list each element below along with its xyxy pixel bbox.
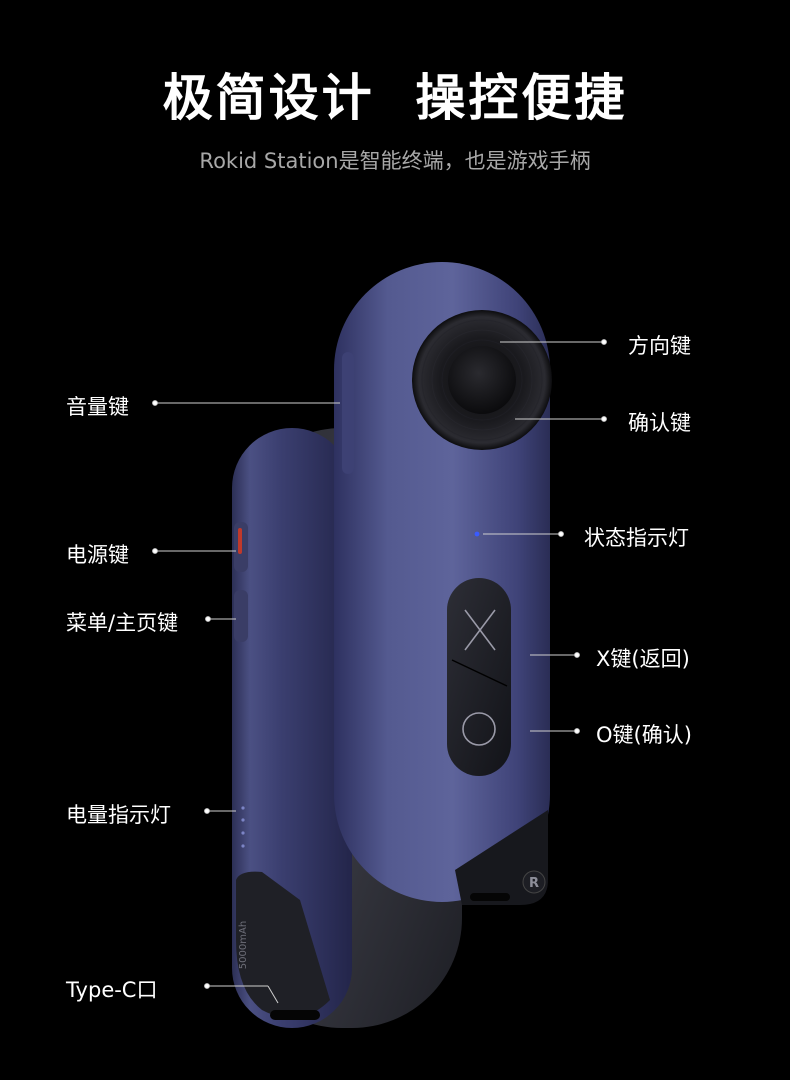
r-logo-letter: R	[529, 876, 539, 891]
label-direction-key: 方向键	[628, 334, 691, 358]
label-battery-light: 电量指示灯	[66, 803, 171, 827]
page-title: 极简设计 操控便捷	[162, 69, 628, 127]
status-led	[474, 531, 480, 537]
front-device	[334, 262, 552, 905]
x-button[interactable]	[464, 609, 496, 651]
label-volume-key: 音量键	[66, 395, 129, 419]
page-subtitle: Rokid Station是智能终端，也是游戏手柄	[199, 149, 591, 173]
label-typec-port: Type-C口	[66, 978, 158, 1002]
typec-port-shape	[270, 1010, 320, 1020]
o-button[interactable]	[462, 712, 496, 746]
menu-home-button[interactable]	[234, 590, 248, 642]
joystick-cap[interactable]	[448, 346, 516, 414]
label-o-key: O键(确认)	[596, 723, 692, 747]
label-power-key: 电源键	[66, 543, 129, 567]
capacity-marking: 5000mAh	[238, 921, 249, 969]
r-logo-badge	[522, 870, 546, 894]
label-x-key: X键(返回)	[596, 647, 690, 671]
callout-leaders	[152, 339, 607, 1004]
volume-button[interactable]	[342, 352, 354, 474]
label-confirm-key: 确认键	[628, 411, 691, 435]
label-menu-home-key: 菜单/主页键	[66, 611, 179, 635]
action-buttons-pill	[447, 578, 511, 776]
label-status-light: 状态指示灯	[584, 526, 689, 550]
battery-indicator-dots	[241, 806, 245, 848]
